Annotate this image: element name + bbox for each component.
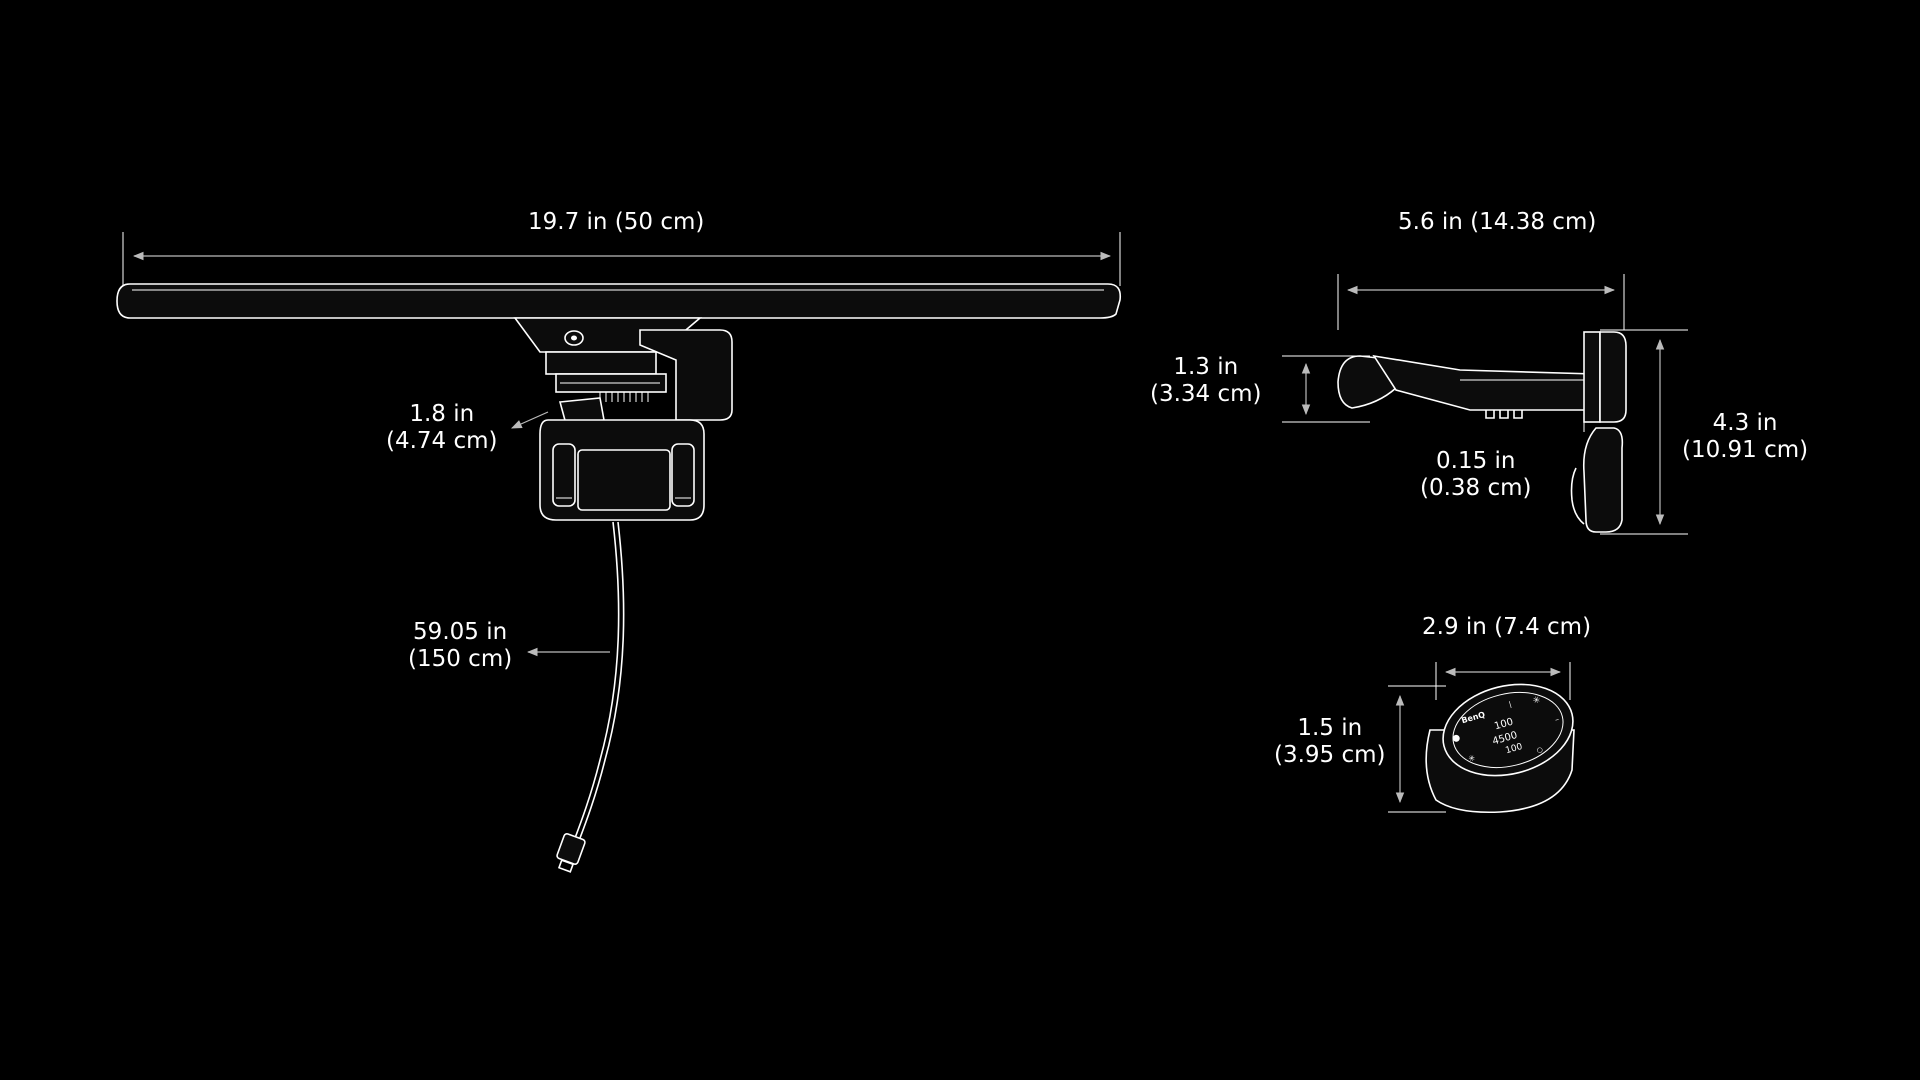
remote-plus-icon: | bbox=[1508, 700, 1512, 708]
clamp-inner-panel bbox=[577, 449, 671, 511]
gap-label: 0.15 in (0.38 cm) bbox=[1420, 448, 1532, 501]
remote-view bbox=[1388, 662, 1575, 814]
side-view bbox=[1282, 274, 1688, 535]
remote-sun-icon: ✳ bbox=[1467, 753, 1476, 764]
side-depth-label: 5.6 in (14.38 cm) bbox=[1398, 209, 1597, 235]
remote-battery: 100 bbox=[1504, 742, 1524, 756]
remote-minus-icon: – bbox=[1554, 715, 1560, 725]
side-height-label: 4.3 in (10.91 cm) bbox=[1682, 410, 1809, 463]
clip-depth-label: 1.8 in (4.74 cm) bbox=[386, 401, 498, 454]
remote-brand: BenQ bbox=[1460, 710, 1486, 725]
remote-brightness: 100 bbox=[1493, 717, 1514, 733]
side-clamp bbox=[1582, 427, 1624, 533]
front-view bbox=[116, 232, 1122, 873]
clamp-hinge-left bbox=[552, 443, 576, 507]
clip-ridges bbox=[599, 392, 649, 402]
side-arm-teeth bbox=[1485, 410, 1523, 419]
head-height-label: 1.3 in (3.34 cm) bbox=[1150, 354, 1262, 407]
side-rear-cap bbox=[1599, 331, 1627, 423]
hinge-screw bbox=[564, 330, 584, 346]
clip-rear-plate bbox=[639, 329, 733, 421]
remote-dot-icon: ○ bbox=[1536, 745, 1544, 754]
light-bar bbox=[116, 283, 1122, 319]
remote-height-label: 1.5 in (3.95 cm) bbox=[1274, 715, 1386, 768]
remote-top-face bbox=[1442, 683, 1574, 777]
remote-power-icon: ● bbox=[1451, 733, 1461, 745]
remote-brightness-icon: ✳ bbox=[1532, 695, 1542, 707]
clip-depth-leader bbox=[511, 411, 549, 429]
clamp-hinge-right bbox=[671, 443, 695, 507]
remote-width-label: 2.9 in (7.4 cm) bbox=[1422, 614, 1592, 640]
usb-cable bbox=[571, 521, 620, 847]
bar-length-label: 19.7 in (50 cm) bbox=[528, 209, 705, 235]
cable-length-label: 59.05 in (150 cm) bbox=[408, 619, 513, 672]
clamp-body bbox=[539, 419, 705, 521]
